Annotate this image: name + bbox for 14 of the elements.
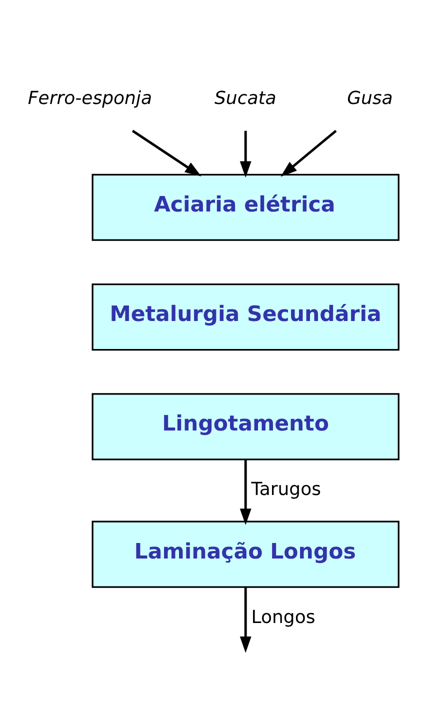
node-text: Sucata: [214, 88, 276, 109]
node-text: Ferro-esponja: [28, 88, 152, 109]
node-box: Lingotamento: [92, 393, 400, 460]
node-box: Metalurgia Secundária: [92, 284, 400, 351]
node-box: Aciaria elétrica: [92, 174, 400, 241]
arrow: [240, 130, 252, 178]
arrow: [132, 130, 202, 176]
arrow: [240, 588, 252, 653]
edge-label: Tarugos: [251, 479, 321, 500]
arrow: [240, 460, 252, 526]
edge-label: Longos: [251, 606, 316, 628]
arrow: [280, 130, 337, 177]
node-text: Gusa: [347, 88, 393, 109]
node-box: Laminação Longos: [92, 520, 400, 588]
